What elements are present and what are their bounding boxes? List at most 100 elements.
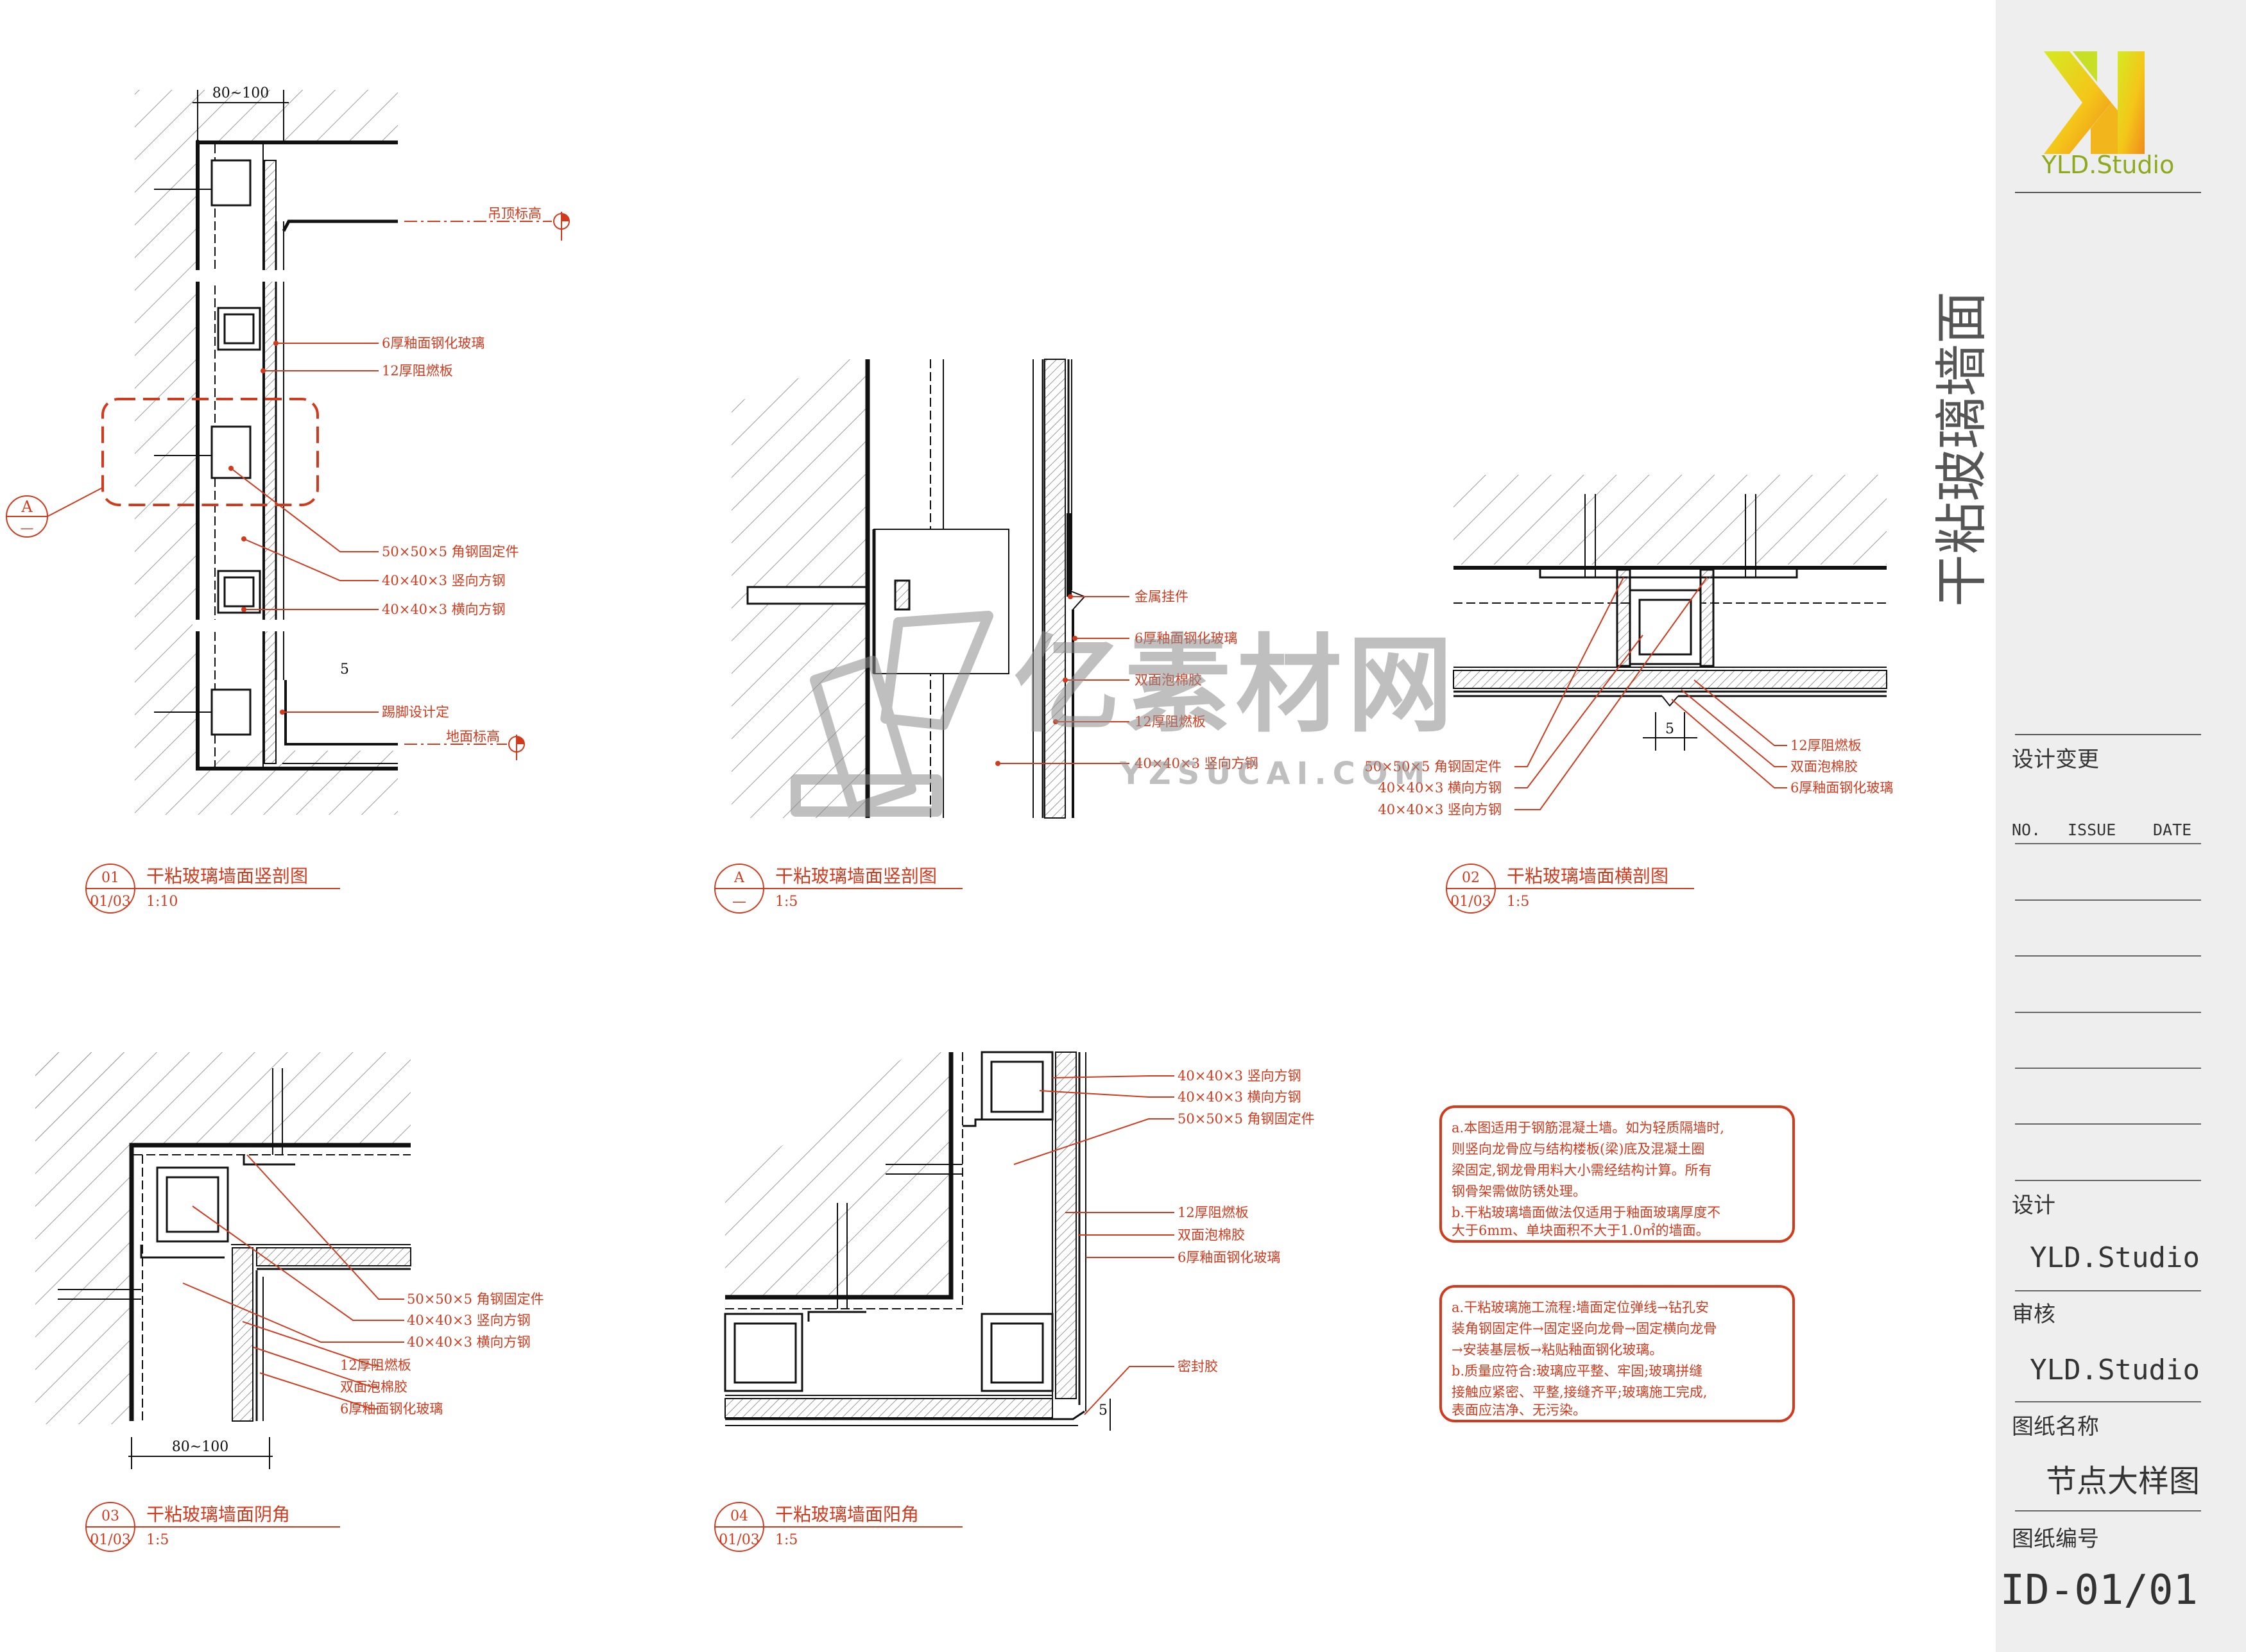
detail-02: 5 50×50×5 角钢固定件 40×40×3 横向方钢 40×40×3 竖向方… [1364, 475, 1893, 914]
d04-dim-5: 5 [1099, 1402, 1108, 1418]
drawing-name-value: 节点大样图 [2046, 1463, 2200, 1499]
d02-note-board: 12厚阻燃板 [1790, 738, 1862, 753]
remark2-line-5: 接触应紧密、平整,接缝齐平;玻璃施工完成, [1452, 1384, 1707, 1400]
callout-a-sub: — [21, 520, 34, 536]
brand-name: YLD.Studio [2041, 151, 2175, 179]
callout-a-box [101, 398, 319, 506]
remark1-line-4: 钢骨架需做防锈处理。 [1452, 1184, 1586, 1199]
review-value: YLD.Studio [2030, 1354, 2200, 1386]
da-scale: 1:5 [775, 894, 798, 910]
remark-box-2: a.干粘玻璃施工流程:墙面定位弹线→钻孔安 装角钢固定件→固定竖向龙骨→固定横向… [1439, 1285, 1795, 1422]
d04-note-vertical: 40×40×3 竖向方钢 [1178, 1068, 1301, 1084]
drawing-no-value: ID-01/01 [2000, 1567, 2198, 1614]
d02-scale: 1:5 [1507, 894, 1529, 910]
d04-title: 干粘玻璃墙面阳角 [775, 1504, 919, 1525]
d01-num: 01 [101, 870, 119, 886]
d01-title: 干粘玻璃墙面竖剖图 [146, 865, 308, 887]
d01-dim-80-100: 80~100 [212, 85, 269, 101]
d03-note-board: 12厚阻燃板 [340, 1358, 411, 1373]
d03-note-vertical: 40×40×3 竖向方钢 [407, 1313, 531, 1328]
d02-ref: 01/03 [1450, 894, 1491, 910]
d03-note-tape: 双面泡棉胶 [340, 1379, 407, 1395]
d04-scale: 1:5 [775, 1532, 798, 1548]
d04-note-sealant: 密封胶 [1178, 1359, 1218, 1374]
d03-scale: 1:5 [146, 1532, 169, 1548]
watermark-cn: 亿素材网 [1014, 624, 1458, 747]
title-block-bg [1996, 0, 2246, 1652]
watermark-en: YZSUCAI.COM [1119, 756, 1431, 792]
d01-ref: 01/03 [90, 894, 130, 910]
sheet-title: 干粘玻璃墙面 [1932, 291, 1993, 607]
d02-num: 02 [1462, 870, 1480, 886]
detail-04: 5 40×40×3 竖向方钢 40×40×3 横向方钢 50×50×5 角钢固定… [714, 1051, 1315, 1552]
watermark-icon [791, 611, 993, 817]
da-note-hanger: 金属挂件 [1135, 589, 1188, 604]
d02-title: 干粘玻璃墙面横剖图 [1507, 865, 1668, 887]
remark2-line-6: 表面应洁净、无污染。 [1452, 1402, 1586, 1418]
da-note-tape: 双面泡棉胶 [1135, 672, 1202, 688]
d04-num: 04 [730, 1508, 748, 1524]
d01-note-board: 12厚阻燃板 [382, 363, 453, 379]
d03-note-angle: 50×50×5 角钢固定件 [407, 1291, 544, 1307]
da-title: 干粘玻璃墙面竖剖图 [775, 865, 937, 887]
watermark: 亿素材网 YZSUCAI.COM [791, 611, 1458, 817]
d01-dim-5: 5 [340, 661, 349, 677]
d03-note-glass: 6厚釉面钢化玻璃 [340, 1401, 443, 1417]
d01-note-floor: 地面标高 [446, 729, 500, 744]
da-note-board: 12厚阻燃板 [1135, 714, 1206, 729]
remark1-line-5: b.干粘玻璃墙面做法仅适用于釉面玻璃厚度不 [1452, 1205, 1720, 1220]
d01-note-angle: 50×50×5 角钢固定件 [382, 544, 519, 559]
design-label: 设计 [2012, 1193, 2055, 1218]
remark2-line-4: b.质量应符合:玻璃应平整、牢固;玻璃拼缝 [1452, 1363, 1702, 1379]
col-date: DATE [2153, 821, 2191, 839]
d01-note-vertical: 40×40×3 竖向方钢 [382, 573, 506, 588]
remark-box-1: a.本图适用于钢筋混凝土墙。如为轻质隔墙时, 则竖向龙骨应与结构楼板(梁)底及混… [1439, 1105, 1795, 1243]
brand-logo [2044, 51, 2145, 154]
remark1-line-1: a.本图适用于钢筋混凝土墙。如为轻质隔墙时, [1452, 1120, 1724, 1136]
d04-note-board: 12厚阻燃板 [1178, 1205, 1249, 1220]
d03-title: 干粘玻璃墙面阴角 [146, 1504, 290, 1525]
concrete-wall [135, 90, 199, 815]
design-value: YLD.Studio [2030, 1241, 2200, 1274]
detail-03: 80~100 50×50×5 角钢固定件 40×40×3 竖向方钢 40×40×… [35, 1052, 544, 1552]
remark1-line-2: 则竖向龙骨应与结构楼板(梁)底及混凝土圈 [1452, 1141, 1704, 1157]
d03-note-horizontal: 40×40×3 横向方钢 [407, 1334, 531, 1350]
da-note-glass: 6厚釉面钢化玻璃 [1135, 631, 1237, 646]
remark1-line-3: 梁固定,钢龙骨用料大小需经结构计算。所有 [1452, 1162, 1712, 1178]
d04-ref: 01/03 [719, 1532, 759, 1548]
d04-note-angle: 50×50×5 角钢固定件 [1178, 1111, 1315, 1127]
d04-note-glass: 6厚釉面钢化玻璃 [1178, 1250, 1280, 1265]
d02-dim-5: 5 [1665, 721, 1674, 737]
revision-rows [2015, 843, 2201, 1181]
remark1-line-6: 大于6mm、单块面积不大于1.0㎡的墙面。 [1452, 1223, 1710, 1238]
title-block: YLD.Studio 干粘玻璃墙面 设计变更 NO. ISSUE DATE 设计… [1932, 0, 2246, 1652]
d04-note-tape: 双面泡棉胶 [1178, 1227, 1245, 1243]
detail-01: 80~100 5 吊顶标高 地面标高 6厚釉面钢化玻璃 12厚阻燃板 50×50… [6, 85, 570, 914]
col-no: NO. [2012, 821, 2041, 839]
d02-note-glass: 6厚釉面钢化玻璃 [1790, 780, 1893, 796]
da-note-vertical: 40×40×3 竖向方钢 [1135, 756, 1258, 771]
review-label: 审核 [2012, 1302, 2055, 1327]
d01-note-ceiling: 吊顶标高 [488, 206, 542, 221]
drawing-no-label: 图纸编号 [2012, 1526, 2099, 1552]
change-label: 设计变更 [2012, 747, 2099, 772]
d01-note-skirting: 踢脚设计定 [382, 704, 449, 720]
d03-ref: 01/03 [90, 1532, 130, 1548]
remark2-line-1: a.干粘玻璃施工流程:墙面定位弹线→钻孔安 [1452, 1300, 1709, 1315]
d01-note-glass: 6厚釉面钢化玻璃 [382, 336, 484, 351]
d03-num: 03 [101, 1508, 119, 1524]
d02-note-angle: 50×50×5 角钢固定件 [1364, 759, 1502, 774]
remark2-line-3: →安装基层板→粘贴釉面钢化玻璃。 [1452, 1342, 1663, 1358]
detail-a: 金属挂件 6厚釉面钢化玻璃 双面泡棉胶 12厚阻燃板 40×40×3 竖向方钢 … [714, 359, 1258, 914]
drawing-name-label: 图纸名称 [2012, 1414, 2099, 1440]
da-num: A [733, 870, 745, 886]
d02-note-vertical: 40×40×3 竖向方钢 [1378, 802, 1502, 817]
d01-scale: 1:10 [146, 894, 178, 910]
d02-note-tape: 双面泡棉胶 [1790, 759, 1858, 774]
d03-dim-80-100: 80~100 [172, 1439, 228, 1455]
d01-note-horizontal: 40×40×3 横向方钢 [382, 602, 506, 617]
callout-a-letter: A [21, 498, 33, 516]
d04-note-horizontal: 40×40×3 横向方钢 [1178, 1089, 1301, 1105]
remark2-line-2: 装角钢固定件→固定竖向龙骨→固定横向龙骨 [1452, 1321, 1717, 1336]
